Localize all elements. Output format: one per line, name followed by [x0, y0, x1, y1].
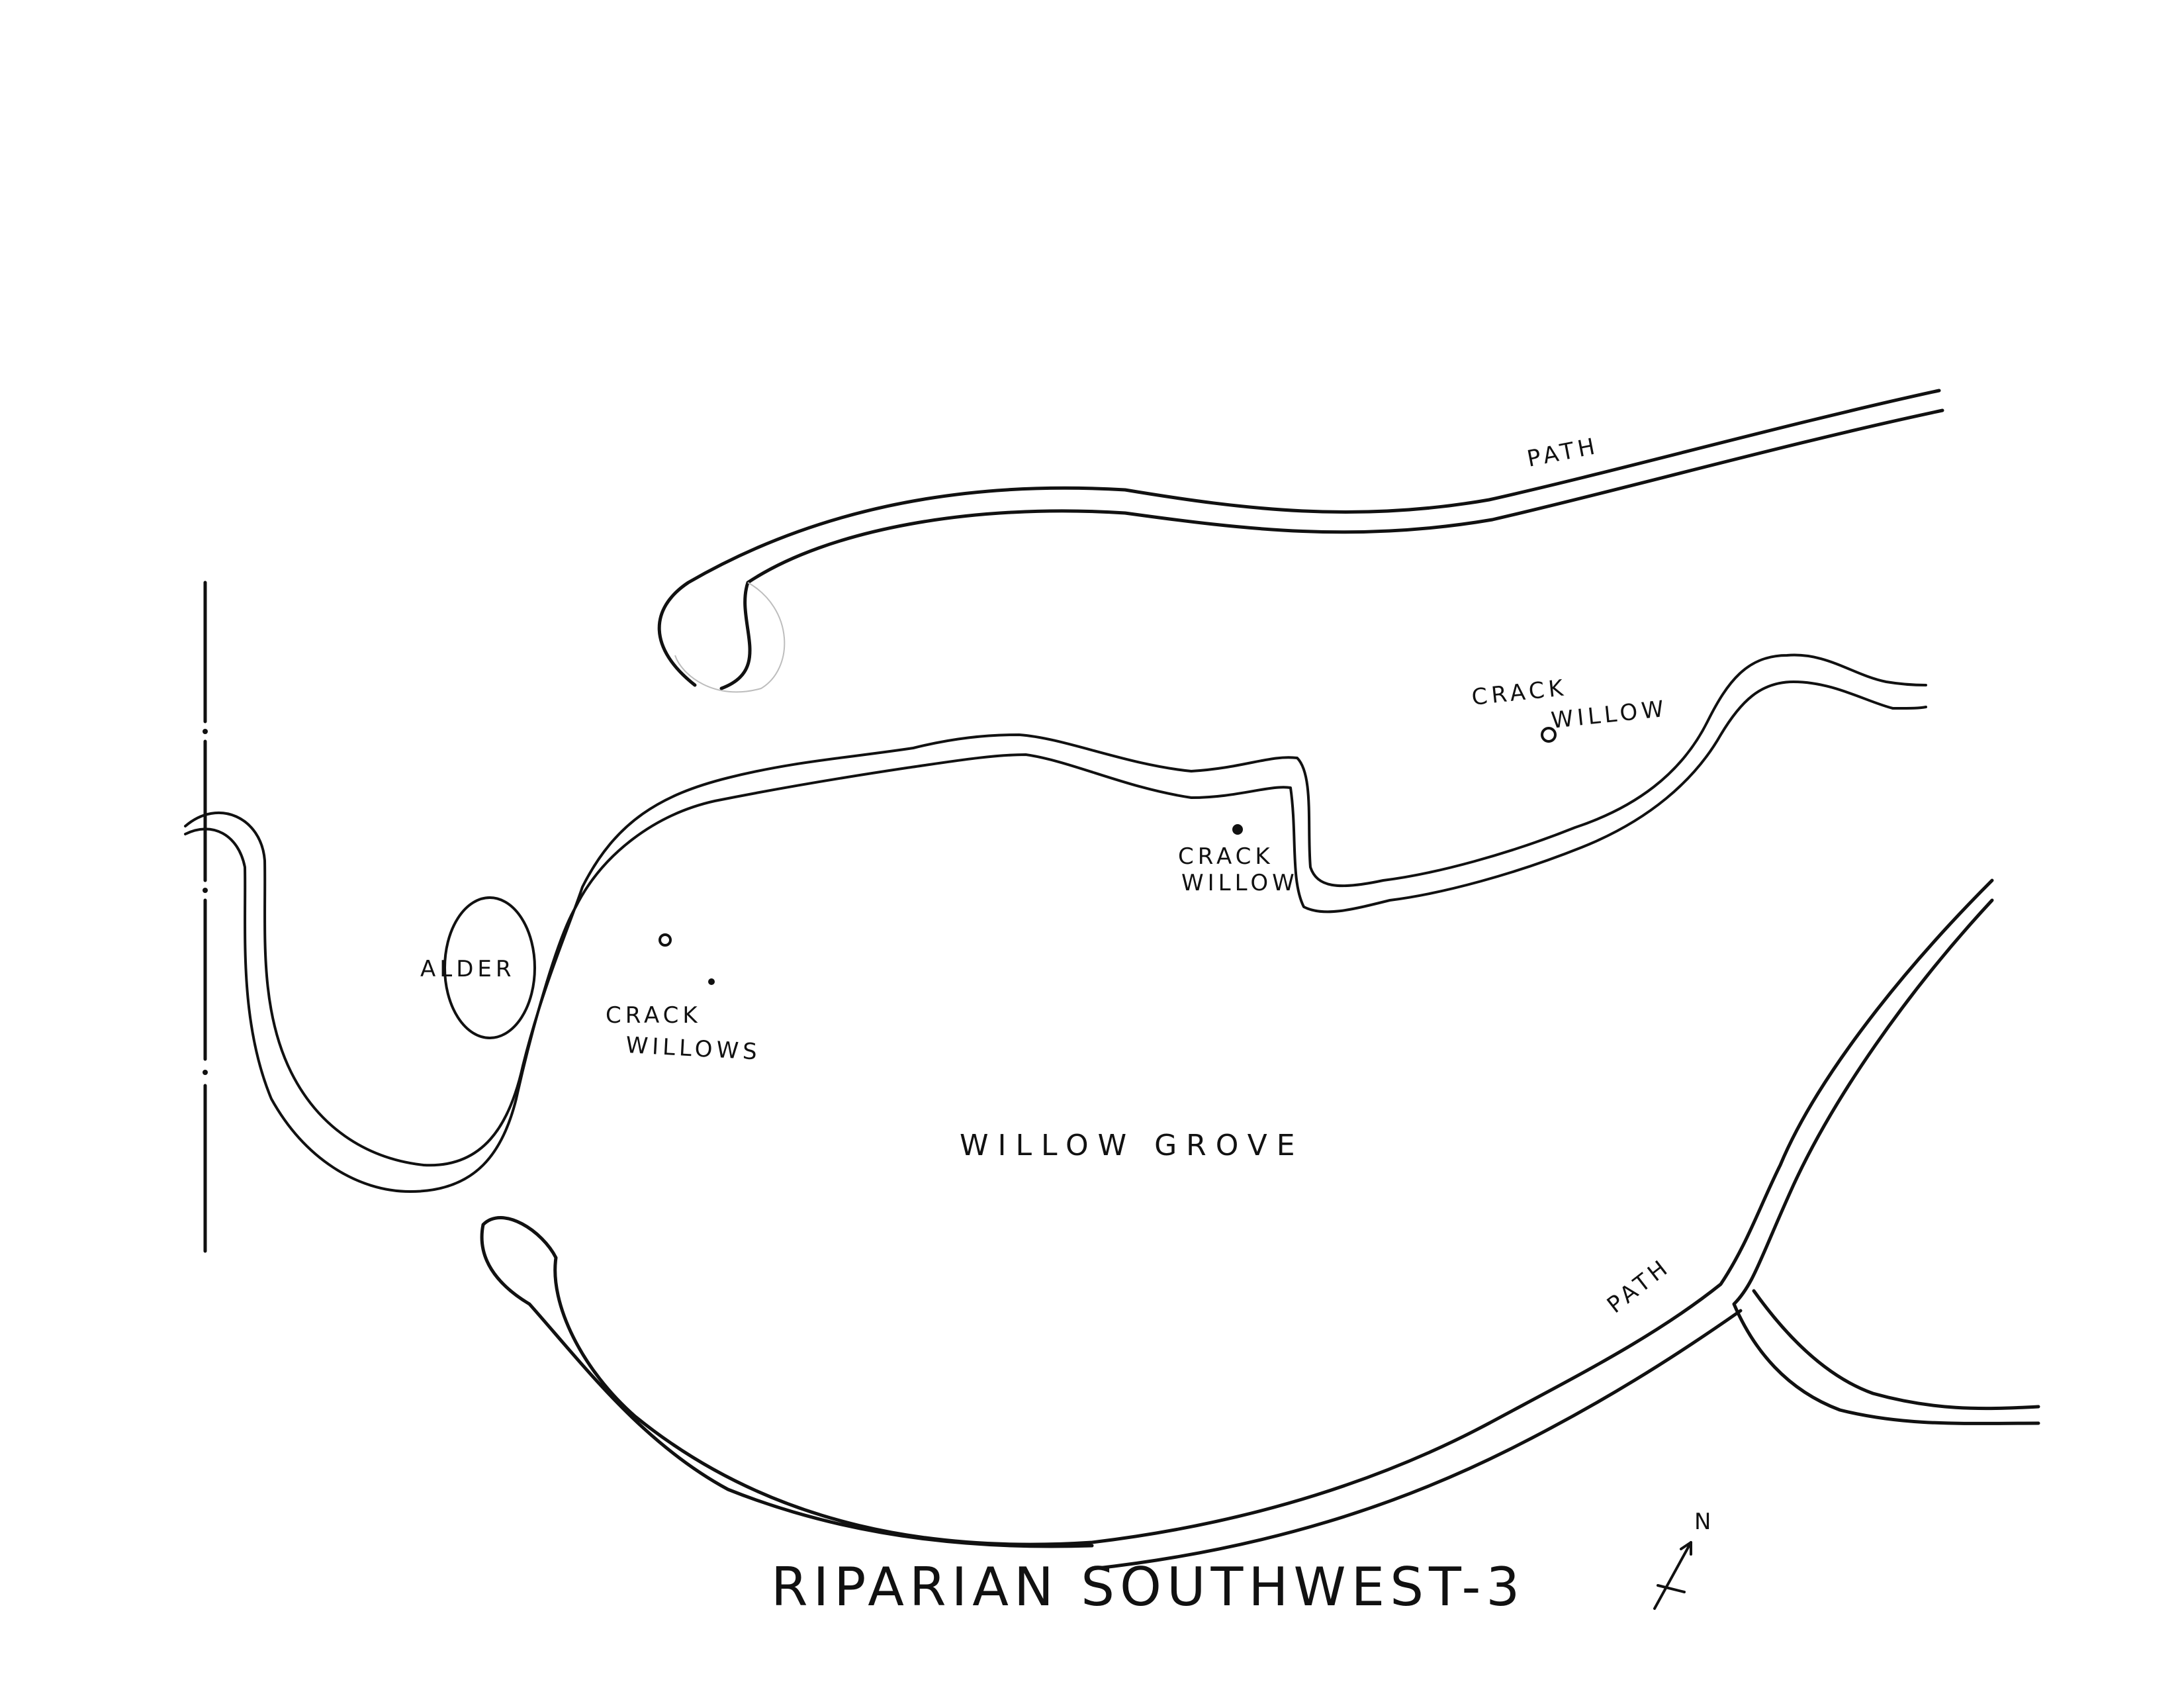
crack-willow-marker-center [1232, 824, 1243, 835]
crack-willow-marker-2 [708, 978, 715, 985]
map-title: RIPARIAN SOUTHWEST-3 [771, 1556, 1525, 1618]
crack-willow-marker-east [1541, 727, 1557, 743]
crack-willow-east-label-line2: WILLOW [1550, 696, 1669, 734]
crack-willows-label-line2: WILLOWS [625, 1032, 762, 1066]
stream [184, 653, 1927, 1193]
north-arrow-label: N [1694, 1509, 1715, 1535]
north-path [657, 389, 1944, 693]
crack-willow-center-label-line2: WILLOW [1181, 870, 1298, 896]
boundary-line [203, 581, 208, 1253]
crack-willow-east-label-line1: CRACK [1471, 675, 1569, 711]
alder-tree [443, 896, 536, 1039]
south-path-label: PATH [1602, 1253, 1676, 1319]
crack-willow-center-label-line1: CRACK [1178, 843, 1274, 870]
alder-label: ALDER [420, 956, 516, 982]
north-arrow [1653, 1541, 1692, 1610]
tree-markers [659, 727, 1557, 985]
south-path [480, 878, 2040, 1571]
north-path-label: PATH [1525, 433, 1601, 473]
willow-grove-label: WILLOW GROVE [960, 1129, 1304, 1162]
crack-willows-label-line1: CRACK [606, 1002, 702, 1029]
crack-willow-marker-1 [659, 933, 672, 947]
